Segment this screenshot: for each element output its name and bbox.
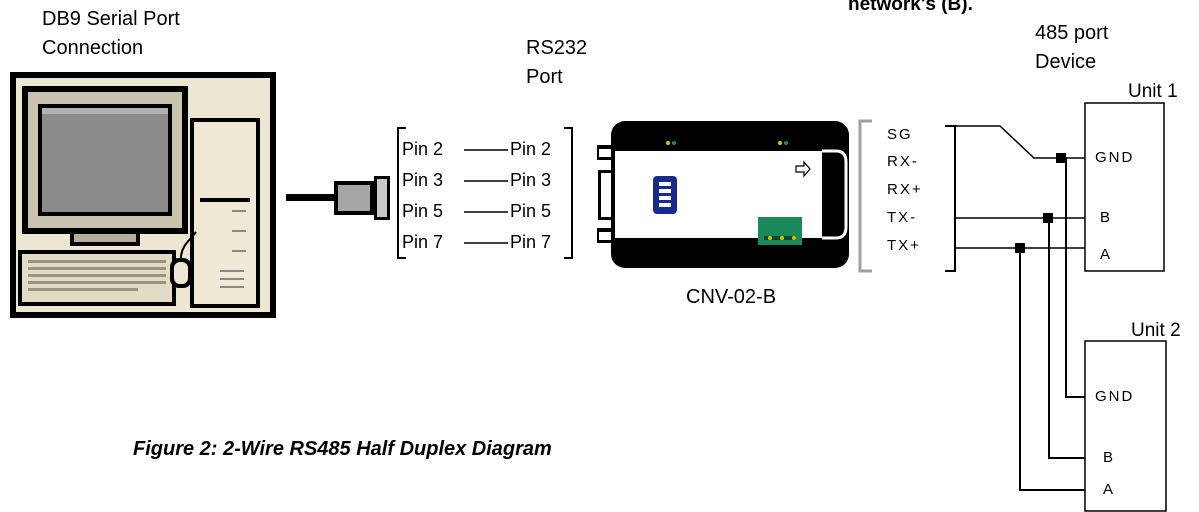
device485-label-line1: 485 port (1035, 22, 1109, 44)
unit2-terminal-gnd: GND (1095, 388, 1135, 405)
rs232-label-line2: Port (526, 66, 563, 88)
terminal-rx-plus: RX+ (887, 181, 923, 198)
unit1-terminal-b: B (1100, 209, 1113, 226)
pin-left-2: Pin 3 (402, 170, 444, 190)
figure-caption: Figure 2: 2-Wire RS485 Half Duplex Diagr… (133, 438, 552, 460)
db9-label-line1: DB9 Serial Port (42, 8, 180, 30)
pin-right-1: Pin 2 (510, 139, 552, 159)
pin-right-2: Pin 3 (510, 170, 552, 190)
header-note: network's (B). (848, 0, 973, 15)
converter-label: CNV-02-B (686, 286, 777, 308)
pin-right-3: Pin 5 (510, 201, 552, 221)
unit1-terminal-gnd: GND (1095, 149, 1135, 166)
terminal-tx-minus: TX- (887, 209, 918, 226)
unit1-label: Unit 1 (1128, 81, 1178, 102)
unit2-terminal-b: B (1103, 449, 1116, 466)
unit2-label: Unit 2 (1131, 320, 1181, 341)
pin-left-4: Pin 7 (402, 232, 444, 252)
device485-label-line2: Device (1035, 51, 1097, 73)
unit2-terminal-a: A (1103, 481, 1116, 498)
db9-plug (334, 176, 390, 220)
terminal-sg: SG (887, 126, 913, 143)
unit1-terminal-a: A (1100, 246, 1113, 263)
pin-right-4: Pin 7 (510, 232, 552, 252)
db9-label-line2: Connection (42, 37, 144, 59)
rs232-label-line1: RS232 (526, 37, 588, 59)
terminal-tx-plus: TX+ (887, 237, 921, 254)
pin-left-1: Pin 2 (402, 139, 444, 159)
computer-illustration (10, 72, 276, 318)
pin-left-3: Pin 5 (402, 201, 444, 221)
converter-cnv-02-b (597, 121, 849, 268)
terminal-rx-minus: RX- (887, 153, 919, 170)
